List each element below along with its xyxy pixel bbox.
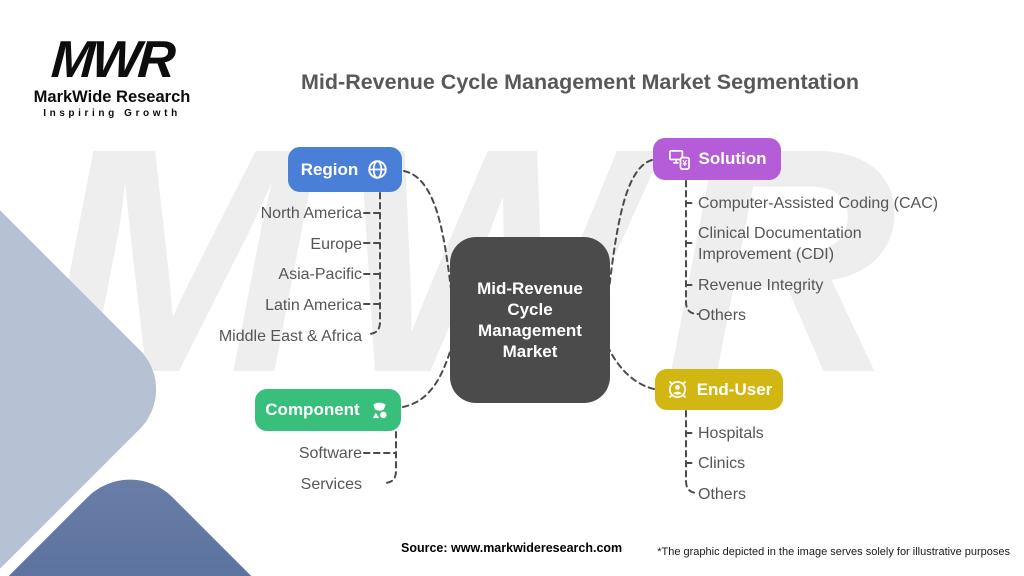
node-component: Component [255,389,401,431]
user-target-icon [666,378,689,401]
page-title: Mid-Revenue Cycle Management Market Segm… [301,70,859,94]
markwide-logo: MWR MarkWide Research Inspiring Growth [28,31,196,119]
rail-component [383,431,397,484]
segment-item-region-3: Latin America [265,297,362,314]
node-enduser-label: End-User [696,379,773,399]
segment-item-component-0: Software [298,445,362,462]
segment-item-solution-3: Others [698,307,747,324]
segment-item-enduser-1: Clinics [698,455,746,472]
segment-item-solution-1: Clinical Documentation Improvement (CDI) [698,225,862,263]
node-region: Region [288,147,402,192]
logo-acronym: MWR [49,31,175,89]
segment-item-region-0: North America [260,205,362,222]
segment-item-region-2: Asia-Pacific [278,266,362,283]
node-solution-label: Solution [698,149,767,168]
logo-tagline: Inspiring Growth [43,108,181,119]
segment-item-enduser-2: Others [698,486,747,503]
devices-currency-icon: ¥ [668,148,691,171]
segment-item-solution-0: Computer-Assisted Coding (CAC) [698,195,939,212]
central-market-box: Mid-Revenue Cycle Management Market [450,237,610,403]
connector-region-center [403,170,452,290]
segment-item-region-1: Europe [310,236,362,253]
segment-item-component-1: Services [300,476,362,493]
rail-solution [685,180,699,315]
node-enduser: End-User [655,369,783,410]
connector-component-center [402,348,452,408]
connector-enduser-center [608,348,655,390]
svg-text:¥: ¥ [682,158,687,168]
category-shapes-icon [368,399,391,422]
logo-name: MarkWide Research [33,88,191,106]
rail-enduser [685,410,699,494]
source-text: Source: www.markwideresearch.com [401,541,623,555]
rail-region [367,192,381,335]
node-component-label: Component [265,400,360,419]
disclaimer-text: *The graphic depicted in the image serve… [657,546,1010,558]
segment-item-solution-2: Revenue Integrity [698,277,824,294]
segment-item-enduser-0: Hospitals [698,425,764,442]
connector-solution-center [608,159,653,290]
segment-item-region-4: Middle East & Africa [218,328,362,345]
globe-icon [366,158,389,181]
node-region-label: Region [300,159,359,179]
node-solution: ¥ Solution [653,138,781,180]
